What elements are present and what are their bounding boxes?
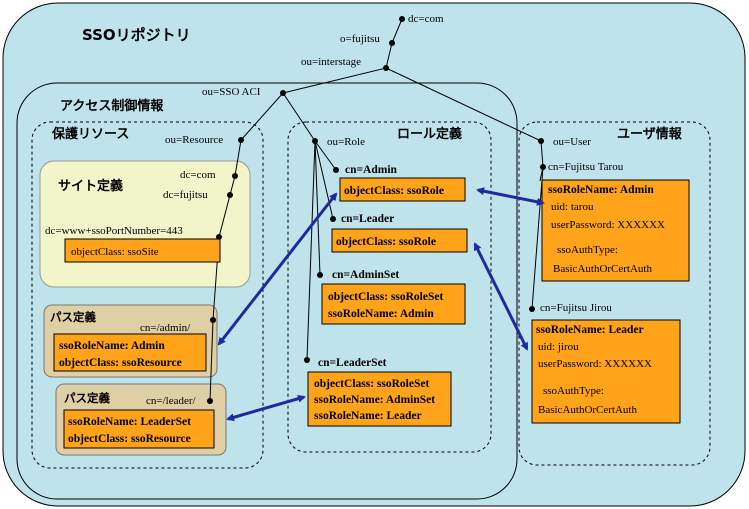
user-info-title: ユーザ情報 [617,126,683,142]
role-leaderset-role-name-1: ssoRoleName: AdminSet [314,394,435,406]
role-adminset-object-class: objectClass: ssoRoleSet [328,291,443,303]
user-tarou-cn: cn=Fujitsu Tarou [548,161,624,173]
path-definition-title-1: パス定義 [50,310,96,324]
mapping-arrows [217,187,545,422]
user-tarou-password: userPassword: XXXXXX [551,219,665,231]
arrow-path1-admin [217,192,338,346]
role-admin-entry [339,177,466,202]
path2-cn-label: cn=/leader/ [146,395,197,407]
path1-cn-label: cn=/admin/ [140,322,191,334]
arrow-leader-jirou [473,242,529,351]
role-leaderset-object-class: objectClass: ssoRoleSet [314,378,429,390]
user-jirou-auth-value: BasicAuthOrCertAuth [538,404,637,416]
role-definition-title: ロール定義 [397,126,462,142]
role-adminset-entry [321,283,466,325]
role-admin-cn: cn=Admin [345,164,398,176]
site-object-class: objectClass: ssoSite [71,246,159,258]
user-jirou-uid: uid: jirou [538,341,579,353]
access-control-title: アクセス制御情報 [60,98,164,114]
user-tarou-uid: uid: tarou [551,201,594,213]
site-dc-www-label: dc=www+ssoPortNumber=443 [45,225,183,237]
role-adminset-cn: cn=AdminSet [332,269,399,281]
repository-title: SSOリポジトリ [82,26,191,44]
path1-role-name: ssoRoleName: Admin [59,340,165,352]
role-leaderset-cn: cn=LeaderSet [318,357,387,369]
site-dc-com-label: dc=com [180,169,216,181]
path1-entry [53,333,207,372]
role-leaderset-role-name-2: ssoRoleName: Leader [314,410,422,422]
user-jirou-password: userPassword: XXXXXX [538,358,652,370]
user-jirou-role-name: ssoRoleName: Leader [536,324,644,336]
role-leader-cn: cn=Leader [341,213,394,225]
user-tarou-entry [541,179,690,282]
ou-user-label: ou=User [553,136,591,148]
role-adminset-role-name: ssoRoleName: Admin [328,308,434,320]
role-admin-object-class: objectClass: ssoRole [344,185,444,197]
user-jirou-cn: cn=Fujitsu Jirou [540,302,612,314]
user-jirou-auth-type: ssoAuthType: [543,385,604,397]
path-definition-title-2: パス定義 [64,391,110,405]
path2-object-class: objectClass: ssoResource [68,433,191,445]
path1-object-class: objectClass: ssoResource [59,357,182,369]
ou-interstage-label: ou=interstage [301,56,361,68]
site-definition-title: サイト定義 [58,178,123,194]
ou-role-label: ou=Role [327,136,365,148]
path2-entry [63,409,215,449]
user-tarou-role-name: ssoRoleName: Admin [548,184,654,196]
role-leader-object-class: objectClass: ssoRole [336,236,436,248]
arrow-admin-tarou [476,187,545,206]
site-dc-fujitsu-label: dc=fujitsu [163,189,208,201]
user-jirou-entry [531,319,681,424]
role-leaderset-entry [307,371,452,427]
protected-resource-title: 保護リソース [51,126,129,142]
o-fujitsu-label: o=fujitsu [340,33,380,45]
user-tarou-auth-value: BasicAuthOrCertAuth [553,263,652,275]
ou-resource-label: ou=Resource [165,134,223,146]
ou-sso-acl-label: ou=SSO ACI [202,86,261,98]
path2-role-name: ssoRoleName: LeaderSet [68,416,191,428]
arrow-path2-leaderset [226,394,306,422]
dc-com-label: dc=com [408,13,444,25]
user-tarou-auth-type: ssoAuthType: [557,244,618,256]
